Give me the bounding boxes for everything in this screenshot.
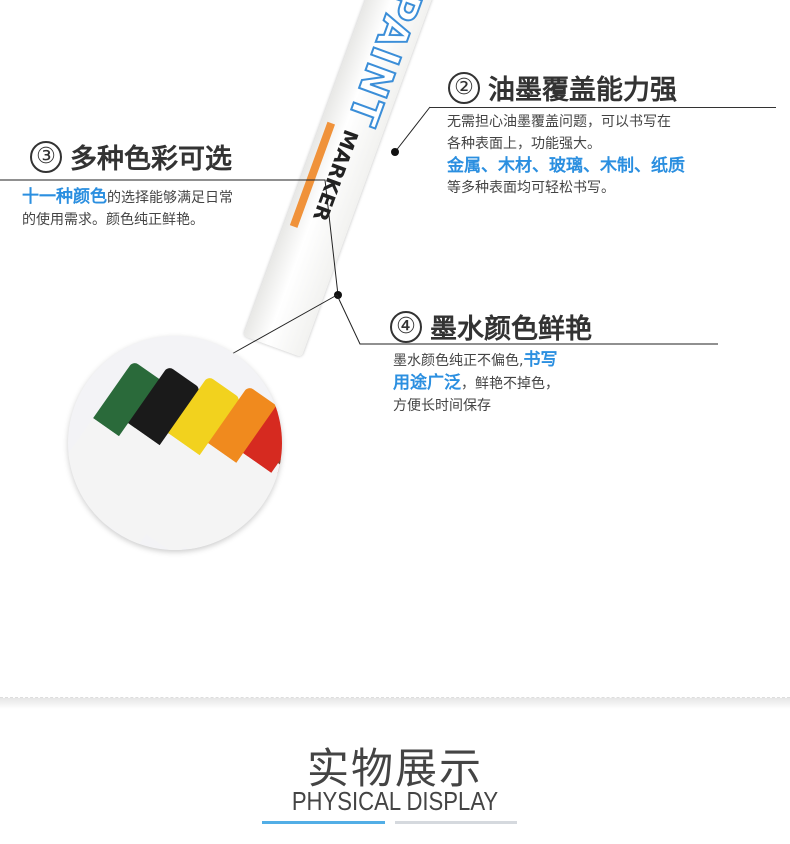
- section-divider: [0, 697, 790, 709]
- highlight-text: 用途广泛: [393, 373, 461, 393]
- feature3-heading: ③ 多种色彩可选: [30, 137, 232, 176]
- markers-photo: [68, 336, 282, 550]
- number-badge: ②: [448, 71, 480, 104]
- divider: [430, 107, 776, 108]
- text-line: 的使用需求。颜色纯正鲜艳。: [22, 212, 204, 228]
- feature3-desc: 十一种颜色的选择能够满足日常 的使用需求。颜色纯正鲜艳。: [22, 186, 233, 231]
- highlight-text: 金属、木材、玻璃、木制、纸质: [447, 156, 685, 176]
- section-subtitle: PHYSICAL DISPLAY: [291, 786, 499, 816]
- leader-line: [0, 179, 342, 299]
- text-line: 各种表面上，功能强大。: [447, 136, 601, 152]
- feature4-title: 墨水颜色鲜艳: [430, 314, 592, 345]
- gray-bar: [395, 821, 517, 824]
- feature2-desc: 无需担心油墨覆盖问题，可以书写在 各种表面上，功能强大。 金属、木材、玻璃、木制…: [447, 111, 685, 199]
- number-badge: ③: [30, 140, 62, 173]
- text-line: 无需担心油墨覆盖问题，可以书写在: [447, 114, 671, 130]
- text-line: 等多种表面均可轻松书写。: [447, 180, 615, 196]
- section-title: 实物展示: [306, 744, 483, 793]
- leader-line: [229, 294, 718, 356]
- feature2-title: 油墨覆盖能力强: [488, 75, 677, 106]
- leader-line: [391, 106, 431, 156]
- feature4-heading: ④ 墨水颜色鲜艳: [390, 307, 592, 346]
- text-line: 的选择能够满足日常: [107, 190, 233, 206]
- highlight-text: 十一种颜色: [22, 187, 107, 207]
- highlight-text: 书写: [523, 350, 558, 370]
- feature3-title: 多种色彩可选: [70, 144, 232, 175]
- accent-bar: [262, 821, 385, 824]
- text-line: ，鲜艳不掉色，: [461, 376, 559, 392]
- text-line: 墨水颜色纯正不偏色,: [393, 353, 524, 369]
- text-line: 方便长时间保存: [393, 398, 491, 414]
- number-badge: ④: [390, 310, 422, 343]
- feature4-desc: 墨水颜色纯正不偏色,书写 用途广泛，鲜艳不掉色， 方便长时间保存: [393, 349, 559, 417]
- feature2-heading: ② 油墨覆盖能力强: [448, 68, 677, 107]
